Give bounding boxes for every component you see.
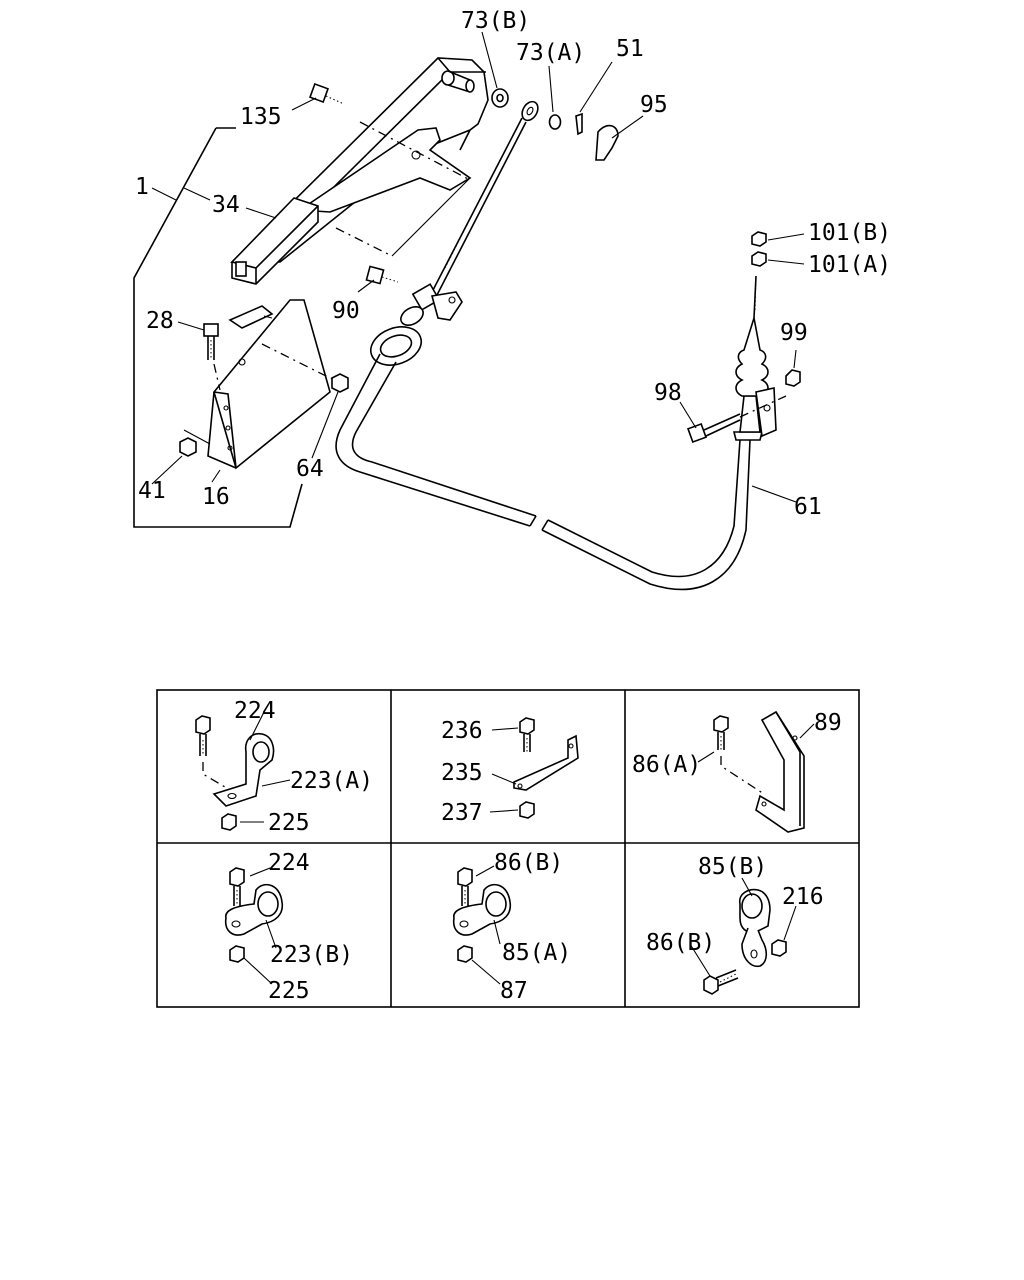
- label-236: 236: [441, 718, 483, 744]
- detail-cell-stay-235: 236 235 237: [441, 717, 579, 826]
- label-1: 1: [135, 174, 149, 200]
- label-41: 41: [138, 478, 166, 504]
- label-224-b: 224: [268, 850, 310, 876]
- detail-cell-clamp-85b: 85(B) 216 86(B): [646, 854, 824, 995]
- label-90: 90: [332, 298, 360, 324]
- label-235: 235: [441, 760, 483, 786]
- label-223a: 223(A): [290, 768, 373, 794]
- handle-grip: [231, 197, 319, 285]
- bracket-16: [207, 299, 335, 470]
- label-225-b: 225: [268, 978, 310, 1004]
- label-64: 64: [296, 456, 324, 482]
- bolt-98: [687, 395, 787, 443]
- clevis-pin: [441, 70, 475, 93]
- cable-end-eye: [521, 100, 539, 122]
- cable-boot: [732, 275, 777, 441]
- label-61: 61: [794, 494, 822, 520]
- label-89: 89: [814, 710, 842, 736]
- label-73b: 73(B): [461, 8, 530, 34]
- bolt-224-top: [195, 715, 211, 756]
- cable-fitting: [370, 283, 463, 366]
- label-225-a: 225: [268, 810, 310, 836]
- detail-cell-clamp-223a: 224 223(A) 225: [195, 698, 373, 836]
- clip-95: [595, 124, 619, 161]
- assembly-group-bracket: [133, 127, 303, 528]
- detail-cell-clamp-223b: 224 223(B) 225: [224, 850, 353, 1004]
- label-85b: 85(B): [698, 854, 767, 880]
- label-135: 135: [240, 104, 282, 130]
- detail-cell-clamp-85a: 86(B) 85(A) 87: [452, 850, 571, 1004]
- label-34: 34: [212, 192, 240, 218]
- label-73a: 73(A): [516, 40, 585, 66]
- lever-arm: [297, 127, 472, 213]
- label-95: 95: [640, 92, 668, 118]
- label-237: 237: [441, 800, 483, 826]
- bolt-28: [203, 323, 221, 391]
- label-224-a: 224: [234, 698, 276, 724]
- nut-99: [785, 369, 801, 387]
- cotter-pin-51: [575, 112, 583, 136]
- nut-41: [179, 429, 211, 457]
- bolt-135: [309, 83, 345, 105]
- label-98: 98: [654, 380, 682, 406]
- label-86b-b: 86(B): [646, 930, 715, 956]
- label-101a: 101(A): [808, 252, 891, 278]
- bolt-90: [365, 265, 399, 285]
- label-101b: 101(B): [808, 220, 891, 246]
- label-223b: 223(B): [270, 942, 353, 968]
- detail-cell-bracket-89: 86(A) 89: [632, 710, 842, 833]
- washer-73a: [548, 114, 562, 130]
- label-28: 28: [146, 308, 174, 334]
- detail-table: [156, 689, 860, 1008]
- nut-64: [331, 373, 349, 393]
- inner-cable: [431, 117, 527, 296]
- label-85a: 85(A): [502, 940, 571, 966]
- label-16: 16: [202, 484, 230, 510]
- label-86a: 86(A): [632, 752, 701, 778]
- nuts-101: [751, 231, 767, 267]
- washer-73b: [491, 88, 509, 108]
- outer-cable-sheath: [335, 353, 751, 591]
- label-51: 51: [616, 36, 644, 62]
- label-87: 87: [500, 978, 528, 1004]
- main-assembly: [133, 31, 805, 591]
- label-216: 216: [782, 884, 824, 910]
- label-86b-a: 86(B): [494, 850, 563, 876]
- label-99: 99: [780, 320, 808, 346]
